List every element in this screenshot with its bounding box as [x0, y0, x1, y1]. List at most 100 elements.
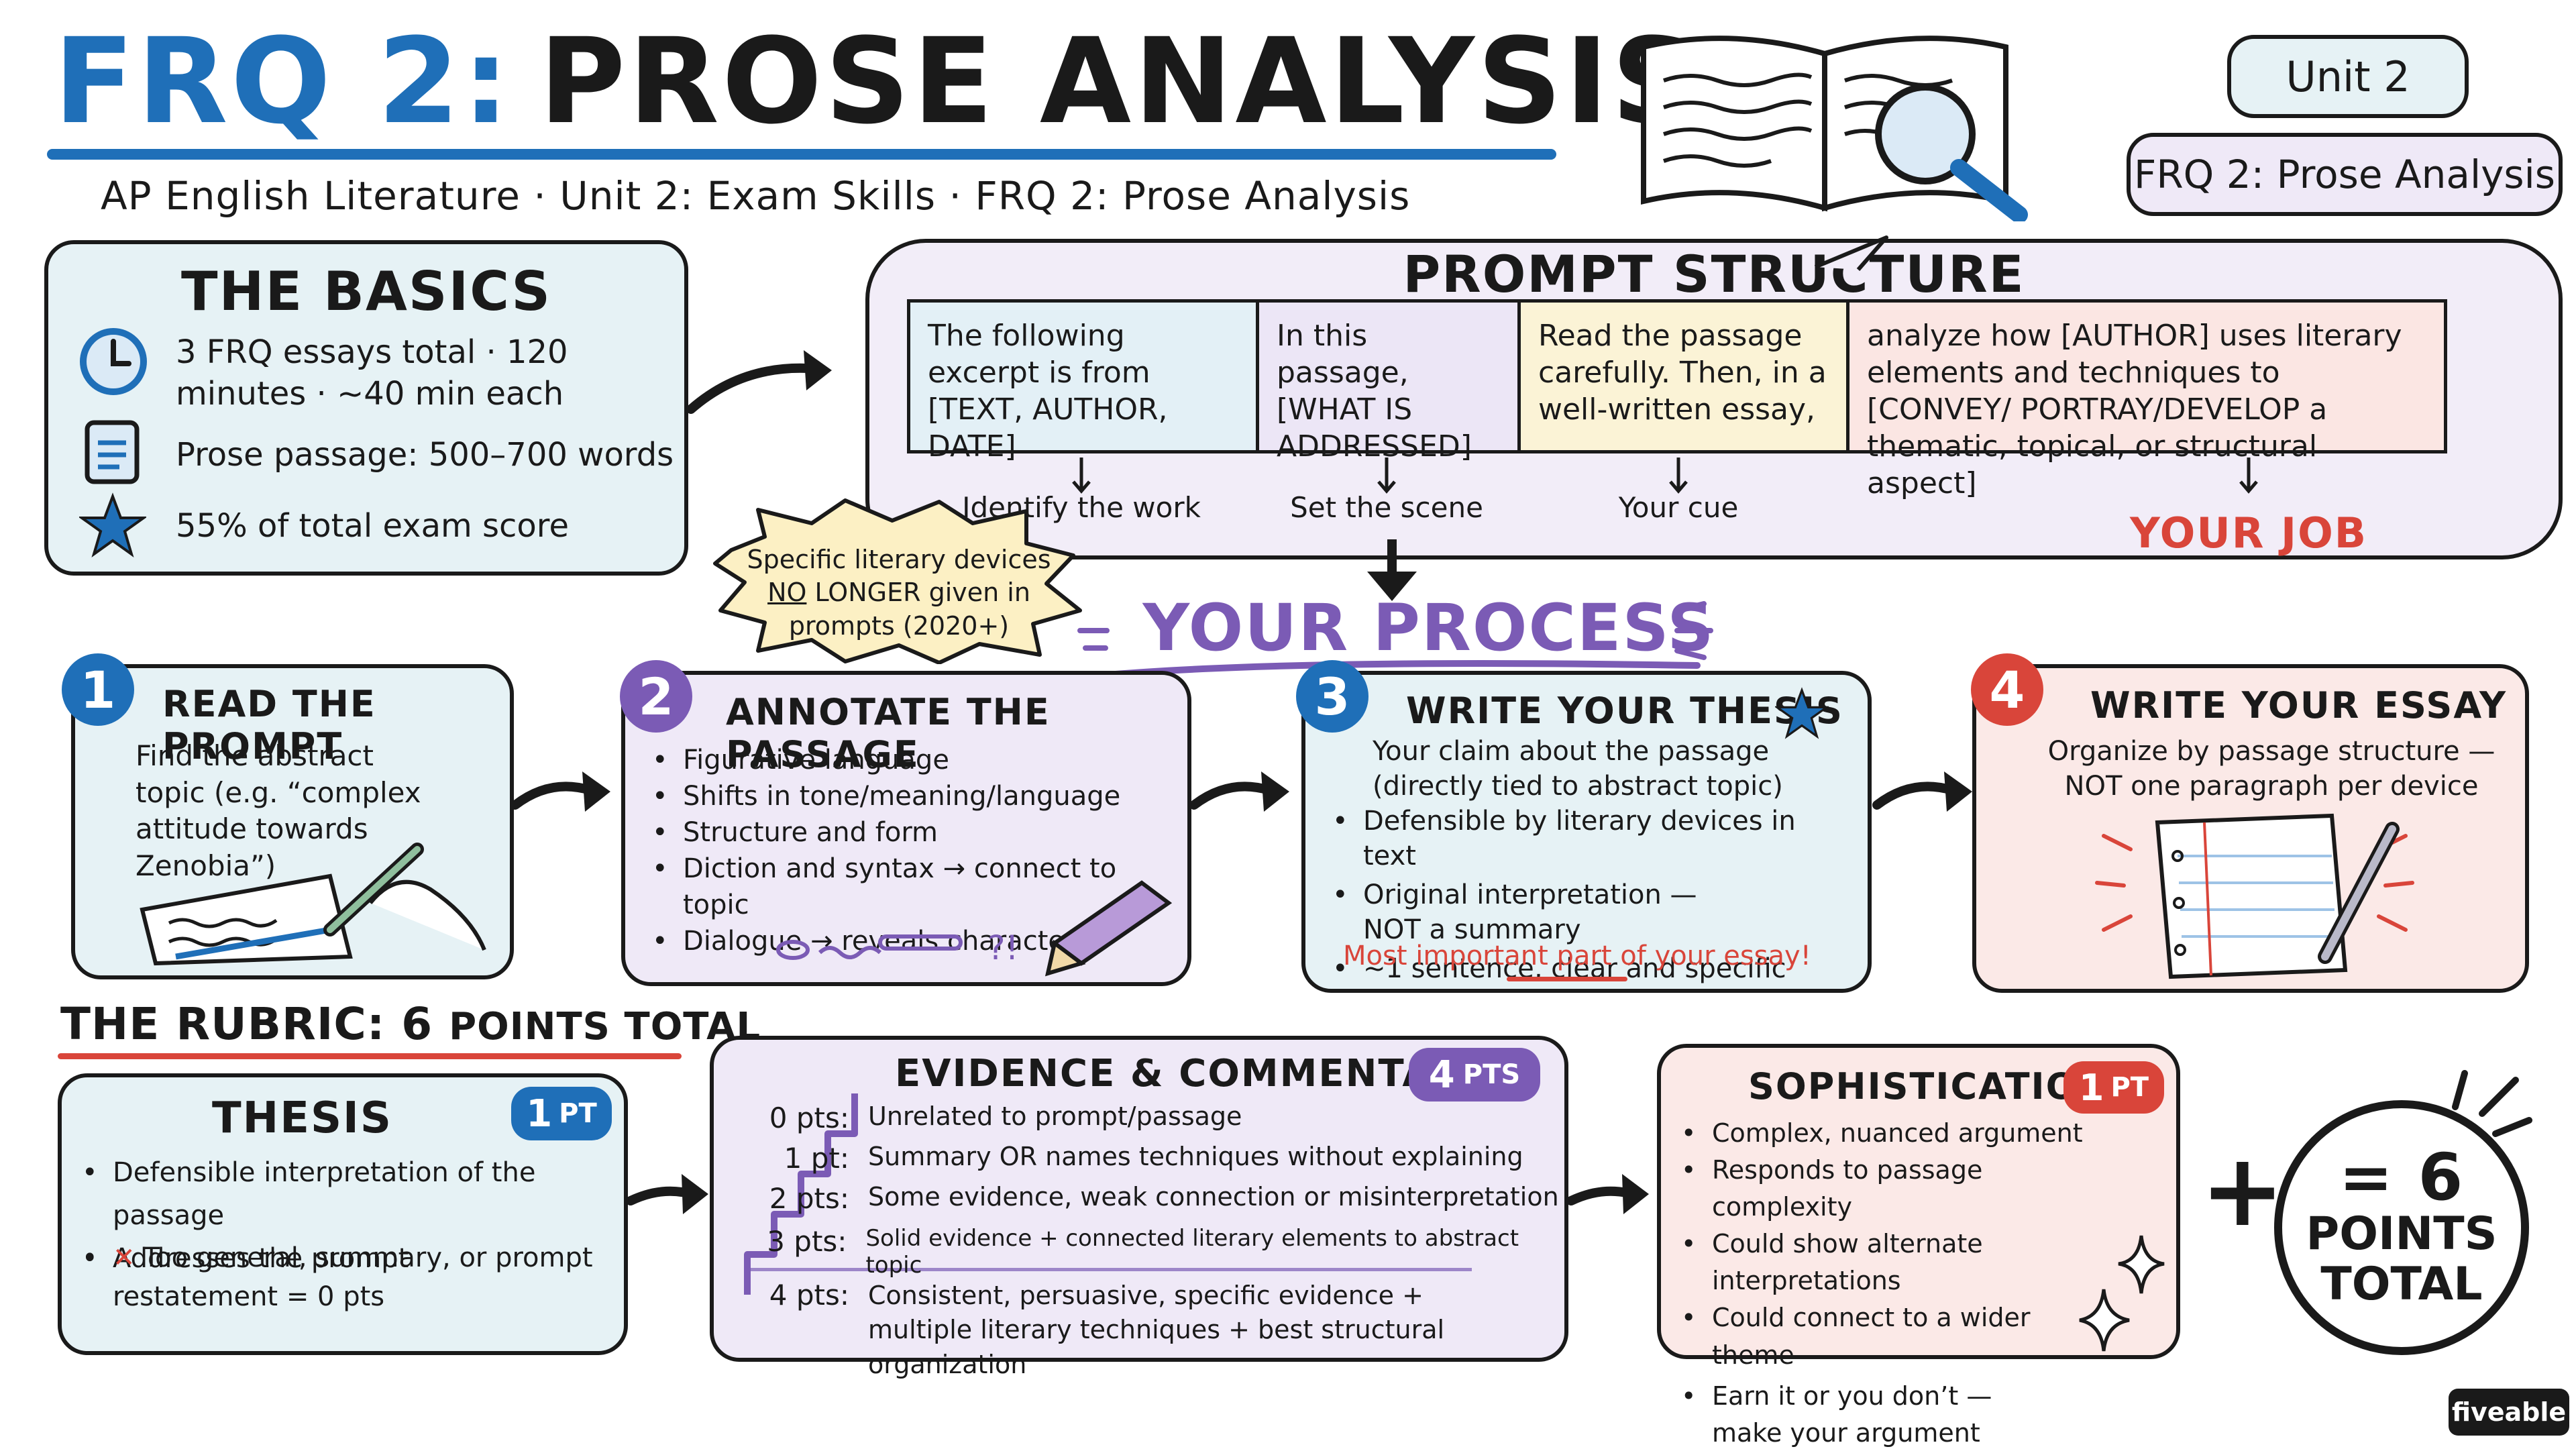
- hand-writing-icon: [140, 843, 486, 966]
- step-card-essay: WRITE YOUR ESSAY Organize by passage str…: [1972, 664, 2529, 993]
- document-icon: [85, 420, 140, 484]
- step-1-text: Find the abstract topic (e.g. “complex a…: [136, 739, 421, 882]
- label-cue: Your cue: [1618, 491, 1739, 524]
- title-underline: [47, 149, 1556, 160]
- basics-title: THE BASICS: [180, 260, 552, 323]
- arrow-down-icon: [1367, 539, 1417, 601]
- total-line-1: POINTS: [2306, 1208, 2498, 1261]
- annotation-marks-text: ?!: [987, 928, 1019, 967]
- rubric-underline: [58, 1053, 682, 1059]
- rubric-sophistication-bullets: Complex, nuanced argument Responds to pa…: [1674, 1115, 2117, 1449]
- prompt-col-job: analyze how [AUTHOR] uses literary eleme…: [1849, 303, 2444, 500]
- step-3-bullet: Defensible by literary devices in text: [1326, 804, 1856, 873]
- step-4-text: Organize by passage structure — NOT one …: [2047, 736, 2496, 802]
- annotation-marks-icon: [776, 934, 963, 960]
- star-icon: [1775, 687, 1829, 739]
- rubric-thesis-title: THESIS: [212, 1093, 392, 1143]
- rubric-row: 0 pts:Unrelated to prompt/passage: [769, 1102, 1242, 1134]
- fiveable-logo-text: fiveable: [2451, 1397, 2567, 1427]
- prompt-columns: The following excerpt is from [TEXT, AUT…: [907, 299, 2447, 500]
- rubric-heading: THE RUBRIC: 6 POINTS TOTAL: [60, 998, 761, 1050]
- process-underline: [1104, 660, 1701, 678]
- total-circle: = 6 POINTS TOTAL: [2274, 1100, 2529, 1355]
- rubric-sophistication-bullet: Could connect to a wider theme: [1674, 1299, 2117, 1373]
- rubric-row: 1 pt:Summary OR names techniques without…: [784, 1142, 1523, 1175]
- x-mark-icon: ✕: [113, 1242, 136, 1273]
- rubric-thesis-bullet: Defensible interpretation of the passage: [75, 1151, 612, 1237]
- rubric-thesis-card: THESIS 1 PT Defensible interpretation of…: [58, 1073, 628, 1355]
- emphasis-marks-icon: [1674, 601, 1713, 660]
- rubric-sophistication-bullet: Responds to passage complexity: [1674, 1152, 2117, 1226]
- process-heading: YOUR PROCESS: [1060, 590, 1798, 665]
- rubric-evidence-card: EVIDENCE & COMMENTARY 4 PTS 0 pts:Unrela…: [710, 1036, 1568, 1379]
- prompt-structure-card: PROMPT STRUCTURE The following excerpt i…: [865, 239, 2563, 559]
- frq-tag: FRQ 2: Prose Analysis: [2127, 133, 2563, 216]
- unit-tag-label: Unit 2: [2286, 52, 2410, 101]
- rubric-thesis-bullets: Defensible interpretation of the passage…: [75, 1151, 612, 1280]
- prompt-col-identify: The following excerpt is from [TEXT, AUT…: [910, 303, 1259, 464]
- note-underline: [1507, 977, 1627, 981]
- rubric-sophistication-title: SOPHISTICATION: [1748, 1065, 2110, 1108]
- step-2-bullet: Shifts in tone/meaning/language: [645, 778, 1182, 814]
- arrow-icon: [686, 350, 832, 414]
- notebook-pen-icon: [2095, 813, 2414, 979]
- rubric-heading-a: THE RUBRIC: 6: [60, 998, 449, 1050]
- rubric-heading-b: POINTS TOTAL: [449, 1005, 761, 1049]
- step-3-bullets: Defensible by literary devices in text O…: [1326, 804, 1856, 986]
- rubric-sophistication-bullet: Complex, nuanced argument: [1674, 1115, 2117, 1152]
- sparkle-icon: [2079, 1235, 2165, 1352]
- basics-card: THE BASICS 3 FRQ essays total · 120 minu…: [44, 240, 688, 576]
- rubric-thesis-bullet: Addresses the prompt: [75, 1237, 612, 1280]
- clock-icon: [80, 328, 147, 395]
- basics-item-exam: 3 FRQ essays total · 120 minutes · ~40 m…: [176, 333, 568, 413]
- step-card-thesis: WRITE YOUR THESIS Your claim about the p…: [1301, 671, 1872, 993]
- title-prose: PROSE ANALYSIS: [539, 13, 1699, 150]
- step-2-bullet: Diction and syntax → connect to topic: [645, 851, 1182, 923]
- arrow-icon: [1189, 771, 1289, 812]
- step-3-title: WRITE YOUR THESIS: [1406, 690, 1843, 732]
- basics-item-passage: Prose passage: 500–700 words: [176, 436, 674, 474]
- rubric-sophistication-badge: 1 PT: [2063, 1061, 2164, 1114]
- prompt-col-cue: Read the passage carefully. Then, in a w…: [1521, 303, 1849, 450]
- burst-line-2: LONGER given in: [806, 578, 1030, 608]
- open-book-magnifier-icon: [1641, 36, 2028, 221]
- burst-line-3: prompts (2020+): [788, 610, 1010, 641]
- rubric-row: 3 pts:Solid evidence + connected literar…: [767, 1225, 1519, 1279]
- total-line-2: TOTAL: [2320, 1258, 2483, 1311]
- rubric-sophistication-card: SOPHISTICATION 1 PT Complex, nuanced arg…: [1657, 1044, 2180, 1448]
- burst-line-1: Specific literary devices: [747, 545, 1051, 574]
- step-3-intro: Your claim about the passage (directly t…: [1373, 736, 1783, 802]
- arrow-icon: [1566, 1174, 1649, 1214]
- star-icon: [79, 492, 146, 557]
- step-3-bullet: Original interpretation — NOT a summary: [1326, 877, 1701, 947]
- rubric-evidence-title: EVIDENCE & COMMENTARY: [895, 1052, 1490, 1095]
- total-number: = 6: [2339, 1140, 2465, 1216]
- rubric-evidence-divider: [747, 1268, 1472, 1271]
- step-2-bullet: Figurative language: [645, 742, 1182, 778]
- rubric-sophistication-bullet: Could show alternate interpretations: [1674, 1226, 2117, 1299]
- title-frq: FRQ 2:: [54, 13, 513, 150]
- rubric-evidence-badge: 4 PTS: [1409, 1048, 1540, 1102]
- step-3-bullet: ~1 sentence, clear and specific: [1326, 951, 1856, 986]
- unit-tag: Unit 2: [2227, 35, 2469, 118]
- step-card-read-prompt: READ THE PROMPT Find the abstract topic …: [71, 664, 514, 979]
- rubric-thesis-warning: • ✕Too general, summary, or prompt resta…: [82, 1242, 593, 1312]
- arrow-icon: [1872, 771, 1972, 812]
- prompt-structure-title: PROMPT STRUCTURE: [1403, 244, 2025, 304]
- step-2-badge: 2: [620, 660, 692, 733]
- burst-note: Specific literary devices NO LONGER give…: [745, 543, 1053, 643]
- step-1-title: READ THE PROMPT: [162, 683, 376, 767]
- step-card-annotate: ANNOTATE THE PASSAGE Figurative language…: [621, 671, 1191, 986]
- arrow-icon: [511, 771, 610, 812]
- pencil-icon: [1044, 880, 1173, 977]
- step-3-note: Most important part of your essay!: [1343, 941, 1811, 971]
- plus-sign: +: [2200, 1132, 2286, 1249]
- rubric-sophistication-bullet: Earn it or you don’t — make your argumen…: [1674, 1378, 2023, 1449]
- step-2-bullets: Figurative language Shifts in tone/meani…: [645, 742, 1182, 959]
- frq-tag-label: FRQ 2: Prose Analysis: [2134, 152, 2555, 197]
- fiveable-logo[interactable]: fiveable: [2449, 1389, 2569, 1436]
- burst-no: NO: [767, 578, 807, 608]
- rubric-row: 4 pts:Consistent, persuasive, specific e…: [769, 1279, 1445, 1379]
- step-2-bullet: Structure and form: [645, 814, 1182, 851]
- burst-shape: [713, 498, 1082, 664]
